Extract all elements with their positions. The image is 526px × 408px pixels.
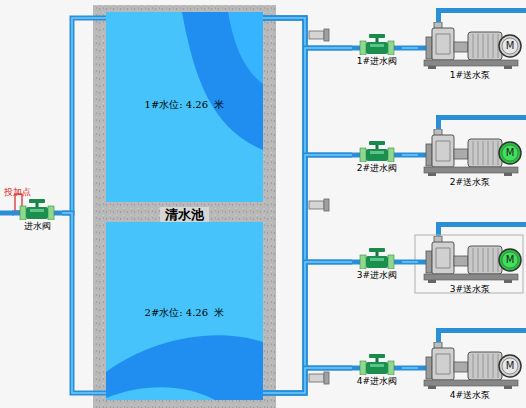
valve-label: 进水阀 — [12, 221, 62, 232]
valve-label: 1#进水阀 — [352, 56, 402, 67]
valve-unit: 3#进水阀 — [352, 247, 402, 281]
valve-unit: 2#进水阀 — [352, 140, 402, 174]
pipe-body — [263, 155, 352, 393]
motor-letter: M — [499, 39, 521, 53]
pipe — [0, 8, 526, 344]
pump-unit: M 4#送水泵 — [418, 342, 522, 401]
pump-unit: M 3#送水泵 — [418, 236, 522, 295]
label-holder: 投加点 — [4, 180, 44, 199]
water-level-text: 1#水位: 4.26 米 — [106, 98, 263, 112]
pipe-highlight — [263, 368, 352, 393]
pipe-body — [402, 46, 418, 51]
pipe-connector — [402, 155, 418, 156]
tank-water — [106, 12, 263, 400]
tank-chamber: 2#水位: 4.26 米 — [106, 222, 263, 400]
valve-unit: 1#进水阀 — [352, 33, 402, 67]
pipe-body — [402, 260, 418, 265]
valve-symbol — [352, 247, 402, 269]
pipe-highlight — [263, 48, 352, 393]
pipe-connector — [62, 18, 106, 213]
pipe-highlight — [402, 47, 418, 49]
pipe-connector — [402, 368, 418, 369]
pipe-body — [62, 18, 106, 213]
pump-label: 2#送水泵 — [418, 177, 522, 188]
pipe-highlight — [402, 261, 418, 263]
motor-letter: M — [499, 146, 521, 160]
valve-symbol — [352, 33, 402, 55]
concrete-wall — [93, 5, 276, 408]
pipe-body — [263, 48, 352, 393]
pump-label: 4#送水泵 — [418, 390, 522, 401]
pipe-connector — [402, 48, 418, 49]
pipe-body — [62, 213, 106, 393]
pump-label: 3#送水泵 — [418, 284, 522, 295]
valve-label: 2#进水阀 — [352, 163, 402, 174]
pool-name: 清水池 — [160, 207, 209, 222]
dosing-point-label: 投加点 — [4, 187, 31, 197]
tank-chamber: 1#水位: 4.26 米 — [106, 12, 263, 202]
pipe-connector — [263, 48, 352, 393]
label-holder: 清水池 — [106, 204, 263, 223]
pipe-body — [263, 368, 352, 393]
pipe-connector — [402, 262, 418, 263]
valve-symbol — [352, 353, 402, 375]
valve-symbol — [12, 198, 62, 220]
water-level-text: 2#水位: 4.26 米 — [106, 306, 263, 320]
pipe-highlight — [263, 262, 352, 393]
pipe-highlight — [402, 154, 418, 156]
pipe-body — [263, 262, 352, 393]
pipe-body — [402, 366, 418, 371]
pump-unit: M 1#送水泵 — [418, 22, 522, 81]
tap-symbol — [309, 29, 329, 384]
pipe-connector — [263, 155, 352, 393]
motor-letter: M — [499, 359, 521, 373]
valve-unit: 进水阀 — [12, 198, 62, 232]
motor-letter: M — [499, 253, 521, 267]
pipe-highlight — [263, 155, 352, 393]
pipe-highlight — [62, 213, 106, 393]
valve-unit: 4#进水阀 — [352, 353, 402, 387]
pipe-connector — [263, 368, 352, 393]
pump-label: 1#送水泵 — [418, 70, 522, 81]
pump-unit: M 2#送水泵 — [418, 129, 522, 188]
pipe-body — [402, 153, 418, 158]
valve-symbol — [352, 140, 402, 162]
valve-label: 3#进水阀 — [352, 270, 402, 281]
pipe-connector — [263, 262, 352, 393]
valve-label: 4#进水阀 — [352, 376, 402, 387]
pipe-connector — [62, 213, 106, 393]
pipe-highlight — [62, 18, 106, 213]
pipe-highlight — [402, 367, 418, 369]
